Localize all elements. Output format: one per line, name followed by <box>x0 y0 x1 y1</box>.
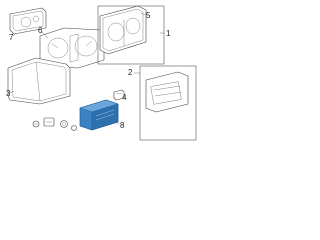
parts-diagram: 7 6 1 5 3 2 4 <box>6 5 197 141</box>
callout-8: 8 <box>120 121 125 130</box>
leader-3 <box>9 90 15 94</box>
fastener-screw-left <box>32 120 40 128</box>
fastener-screw-small <box>71 125 77 131</box>
callout-2: 2 <box>128 68 133 77</box>
leader-8 <box>115 121 120 126</box>
callout-4: 4 <box>122 93 127 102</box>
fastener-clip <box>43 117 55 127</box>
part-3-bezel-panel <box>7 57 71 105</box>
part-2-module-frame <box>139 65 197 141</box>
part-8-control-module <box>79 99 119 131</box>
callout-7: 7 <box>9 33 14 42</box>
callout-6: 6 <box>38 26 43 35</box>
callout-5: 5 <box>146 11 151 20</box>
leader-7 <box>12 32 17 37</box>
leader-5 <box>140 12 146 16</box>
callout-3: 3 <box>6 89 11 98</box>
part-4-connector <box>113 89 125 101</box>
callout-1: 1 <box>166 29 171 38</box>
fastener-screw-right <box>60 120 68 128</box>
part-2-display-module <box>145 71 189 113</box>
part-7-cover-panel <box>9 7 47 35</box>
part-5-cluster-housing <box>99 5 147 55</box>
leader-6 <box>41 31 49 39</box>
part-1-assembly-frame <box>97 5 165 65</box>
